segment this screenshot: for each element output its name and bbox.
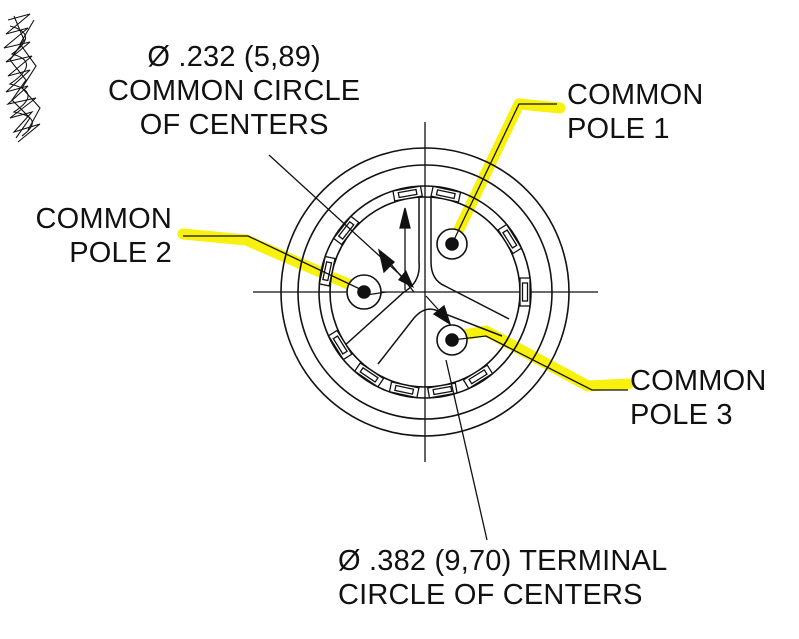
callout-pole-2-line1: COMMON	[35, 203, 172, 235]
callout-pole-1-line1: COMMON	[567, 79, 704, 111]
terminal-ring-outer	[318, 185, 532, 399]
callout-terminal-line2: CIRCLE OF CENTERS	[338, 579, 643, 611]
terminal-slot	[519, 277, 531, 307]
terminal-slot	[327, 329, 353, 361]
terminal-slot	[332, 215, 360, 246]
callout-common-circle: Ø .232 (5,89) COMMON CIRCLE OF CENTERS	[108, 40, 360, 142]
terminal-slot	[353, 362, 385, 388]
terminal-slot	[430, 185, 462, 203]
callout-pole-3-line1: COMMON	[630, 365, 767, 397]
leader-pole-3	[451, 335, 628, 391]
callout-common-circle-line2: COMMON CIRCLE	[108, 75, 361, 107]
callout-pole-2-line2: POLE 2	[69, 237, 172, 269]
callout-common-pole-3: COMMON POLE 3	[630, 364, 767, 432]
leader-lines	[183, 103, 628, 541]
dimension-arrows	[359, 207, 452, 326]
center-lines	[253, 122, 598, 462]
leader-common-circle	[268, 154, 409, 283]
leader-terminal-circle	[445, 359, 488, 541]
leader-pole-2	[183, 235, 363, 291]
highlight-pole-3	[446, 325, 634, 392]
callout-common-circle-line3: OF CENTERS	[139, 109, 329, 141]
callout-common-pole-2: COMMON POLE 2	[22, 202, 172, 270]
terminal-slot	[462, 364, 494, 390]
terminal-slot	[426, 382, 458, 399]
terminal-slot	[392, 185, 424, 202]
contact-pole-2	[346, 274, 382, 310]
callout-common-pole-1: COMMON POLE 1	[567, 78, 704, 146]
terminal-slots	[318, 185, 531, 399]
shell-inner-circle	[297, 164, 553, 420]
terminal-slot	[497, 223, 523, 255]
scribble-mark	[3, 13, 41, 143]
leader-pole-1	[451, 103, 557, 245]
callout-pole-3-line2: POLE 3	[630, 399, 733, 431]
callout-pole-1-line2: POLE 1	[567, 113, 670, 145]
terminal-slot	[318, 255, 336, 287]
callout-terminal-circle: Ø .382 (9,70) TERMINAL CIRCLE OF CENTERS	[338, 544, 667, 612]
terminal-slot	[388, 381, 420, 399]
callout-terminal-line1: Ø .382 (9,70) TERMINAL	[338, 545, 668, 577]
callout-common-circle-line1: Ø .232 (5,89)	[147, 41, 321, 73]
outer-shell-circle	[280, 147, 570, 437]
